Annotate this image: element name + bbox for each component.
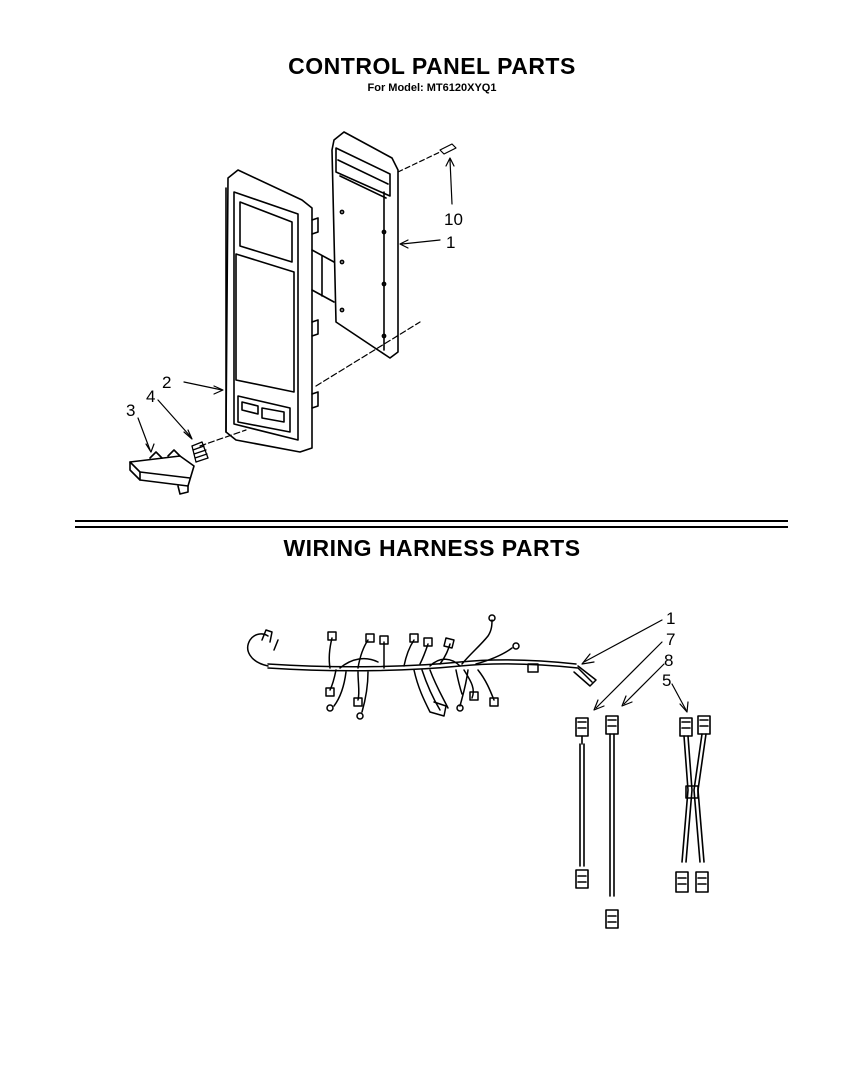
section-divider-bottom (75, 526, 788, 528)
callout-1-panel: 1 (446, 233, 455, 252)
leader-lines (137, 143, 457, 453)
control-panel-callouts: 10 1 2 4 3 (126, 210, 463, 420)
main-wiring-harness (247, 614, 597, 720)
callout-8: 8 (664, 651, 673, 670)
section-divider-top (75, 520, 788, 522)
callout-1-harness: 1 (666, 609, 675, 628)
button-part (129, 449, 195, 495)
wiring-harness-title: WIRING HARNESS PARTS (283, 535, 581, 561)
harness-leader-lines (581, 619, 689, 713)
callout-7: 7 (666, 630, 675, 649)
callout-5: 5 (662, 671, 671, 690)
model-subtitle: For Model: MT6120XYQ1 (367, 82, 497, 94)
callout-4: 4 (146, 387, 155, 406)
callout-3: 3 (126, 401, 135, 420)
jumper-wire-7 (575, 717, 589, 889)
callout-10: 10 (444, 210, 463, 229)
jumper-wire-8 (605, 715, 619, 929)
wiring-harness-callouts: 1 7 8 5 (662, 609, 675, 690)
control-panel-frame (225, 169, 319, 453)
callout-2: 2 (162, 373, 171, 392)
control-panel-title: CONTROL PANEL PARTS (288, 53, 576, 79)
spring-part (191, 441, 209, 463)
y-harness-5 (675, 715, 711, 893)
circuit-board-bracket (311, 131, 399, 359)
